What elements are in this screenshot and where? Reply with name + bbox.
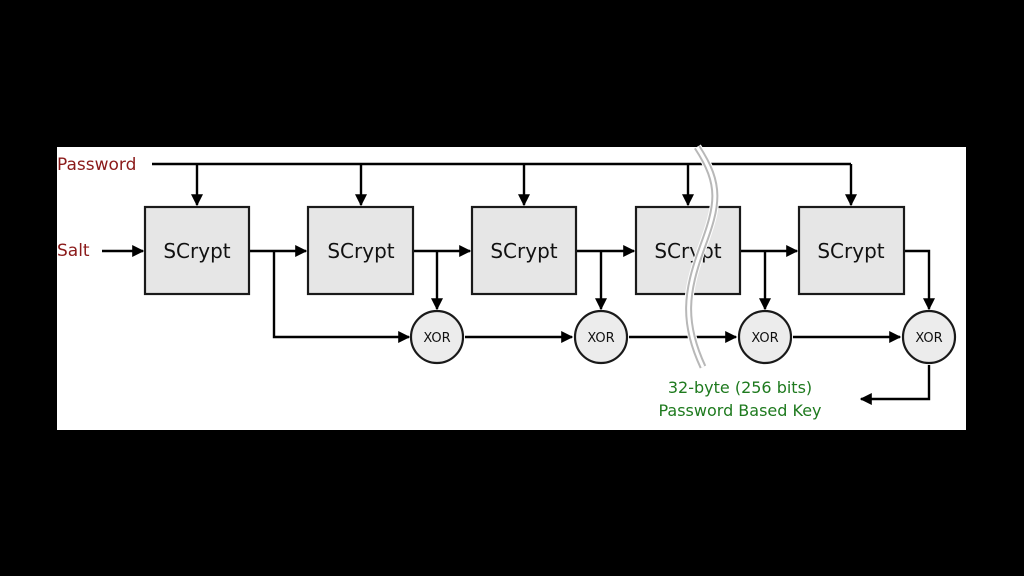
xor-node-4: XOR — [901, 309, 957, 365]
password-bus — [152, 162, 857, 207]
output-label-line1: 32-byte (256 bits) — [668, 378, 812, 397]
output-arrow — [859, 365, 931, 405]
password-label: Password — [57, 155, 136, 175]
chain-break-marker — [684, 144, 720, 369]
scrypt-block-1: SCrypt — [143, 205, 251, 296]
xor-feed-arrows — [431, 249, 935, 311]
scrypt-block-label: SCrypt — [817, 239, 884, 263]
first-output-path — [272, 251, 411, 343]
scrypt-block-label: SCrypt — [490, 239, 557, 263]
scrypt-block-label: SCrypt — [654, 239, 721, 263]
scrypt-block-2: SCrypt — [306, 205, 415, 296]
xor-label: XOR — [587, 331, 614, 346]
scrypt-block-label: SCrypt — [327, 239, 394, 263]
scrypt-block-5: SCrypt — [797, 205, 906, 296]
xor-label: XOR — [423, 331, 450, 346]
xor-node-1: XOR — [409, 309, 465, 365]
salt-label: Salt — [57, 241, 90, 261]
scrypt-block-3: SCrypt — [470, 205, 578, 296]
xor-label: XOR — [751, 331, 778, 346]
xor-label: XOR — [915, 331, 942, 346]
xor-node-3: XOR — [737, 309, 793, 365]
xor-node-2: XOR — [573, 309, 629, 365]
output-label-line2: Password Based Key — [658, 401, 821, 420]
scrypt-block-label: SCrypt — [163, 239, 230, 263]
